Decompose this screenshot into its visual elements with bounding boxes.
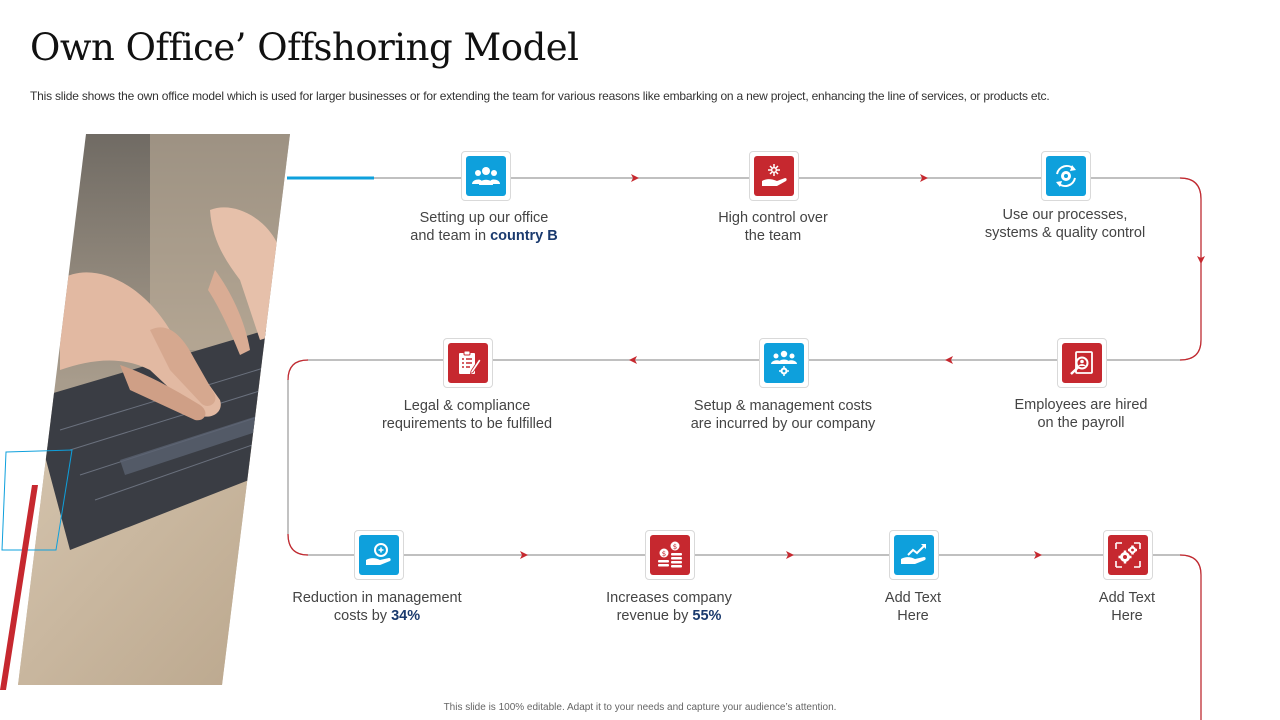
step-10-label: Add Text Here [1098, 590, 1156, 624]
flow-arrow [1197, 256, 1205, 264]
hand-coin-icon [359, 535, 399, 575]
step-5-label: Setup & management costs are incurred by… [690, 398, 876, 432]
revenue-coins-icon: $$ [650, 535, 690, 575]
keyboard-photo [0, 134, 290, 690]
step-8-label: Increases company revenue by 55% [606, 590, 732, 624]
step-6-icon-box [443, 338, 493, 388]
step-3-label: Use our processes, systems & quality con… [984, 207, 1146, 241]
team-icon [466, 156, 506, 196]
employee-search-icon [1062, 343, 1102, 383]
step-2-label: High control over the team [718, 210, 828, 244]
flow-arrow [945, 356, 953, 364]
step-2-icon-box [749, 151, 799, 201]
step-4-icon-box [1057, 338, 1107, 388]
step-9-icon-box [889, 530, 939, 580]
svg-text:$: $ [673, 543, 677, 551]
flow-arrow [786, 551, 794, 559]
step-5-icon-box [759, 338, 809, 388]
gears-icon [1108, 535, 1148, 575]
step-6-label: Legal & compliance requirements to be fu… [381, 398, 553, 432]
flow-arrow [631, 174, 639, 182]
flow-arrow [1034, 551, 1042, 559]
flow-arrow [629, 356, 637, 364]
step-8-icon-box: $$ [645, 530, 695, 580]
step-7-label: Reduction in management costs by 34% [292, 590, 462, 624]
step-3-icon-box [1041, 151, 1091, 201]
step-9-label: Add Text Here [884, 590, 942, 624]
slide-footer-note: This slide is 100% editable. Adapt it to… [443, 702, 837, 713]
hand-growth-icon [894, 535, 934, 575]
step-1-icon-box [461, 151, 511, 201]
hand-gear-icon [754, 156, 794, 196]
step-4-label: Employees are hired on the payroll [1014, 397, 1148, 431]
step-7-icon-box [354, 530, 404, 580]
step-1-label: Setting up our office and team in countr… [410, 210, 558, 244]
svg-text:$: $ [662, 550, 666, 558]
step-10-icon-box [1103, 530, 1153, 580]
flow-arrow [520, 551, 528, 559]
page-title: Own Office’ Offshoring Model [30, 26, 579, 69]
gear-cycle-icon [1046, 156, 1086, 196]
clipboard-checklist-icon [448, 343, 488, 383]
slide-description: This slide shows the own office model wh… [30, 89, 1050, 103]
flow-arrow [920, 174, 928, 182]
team-setup-icon [764, 343, 804, 383]
